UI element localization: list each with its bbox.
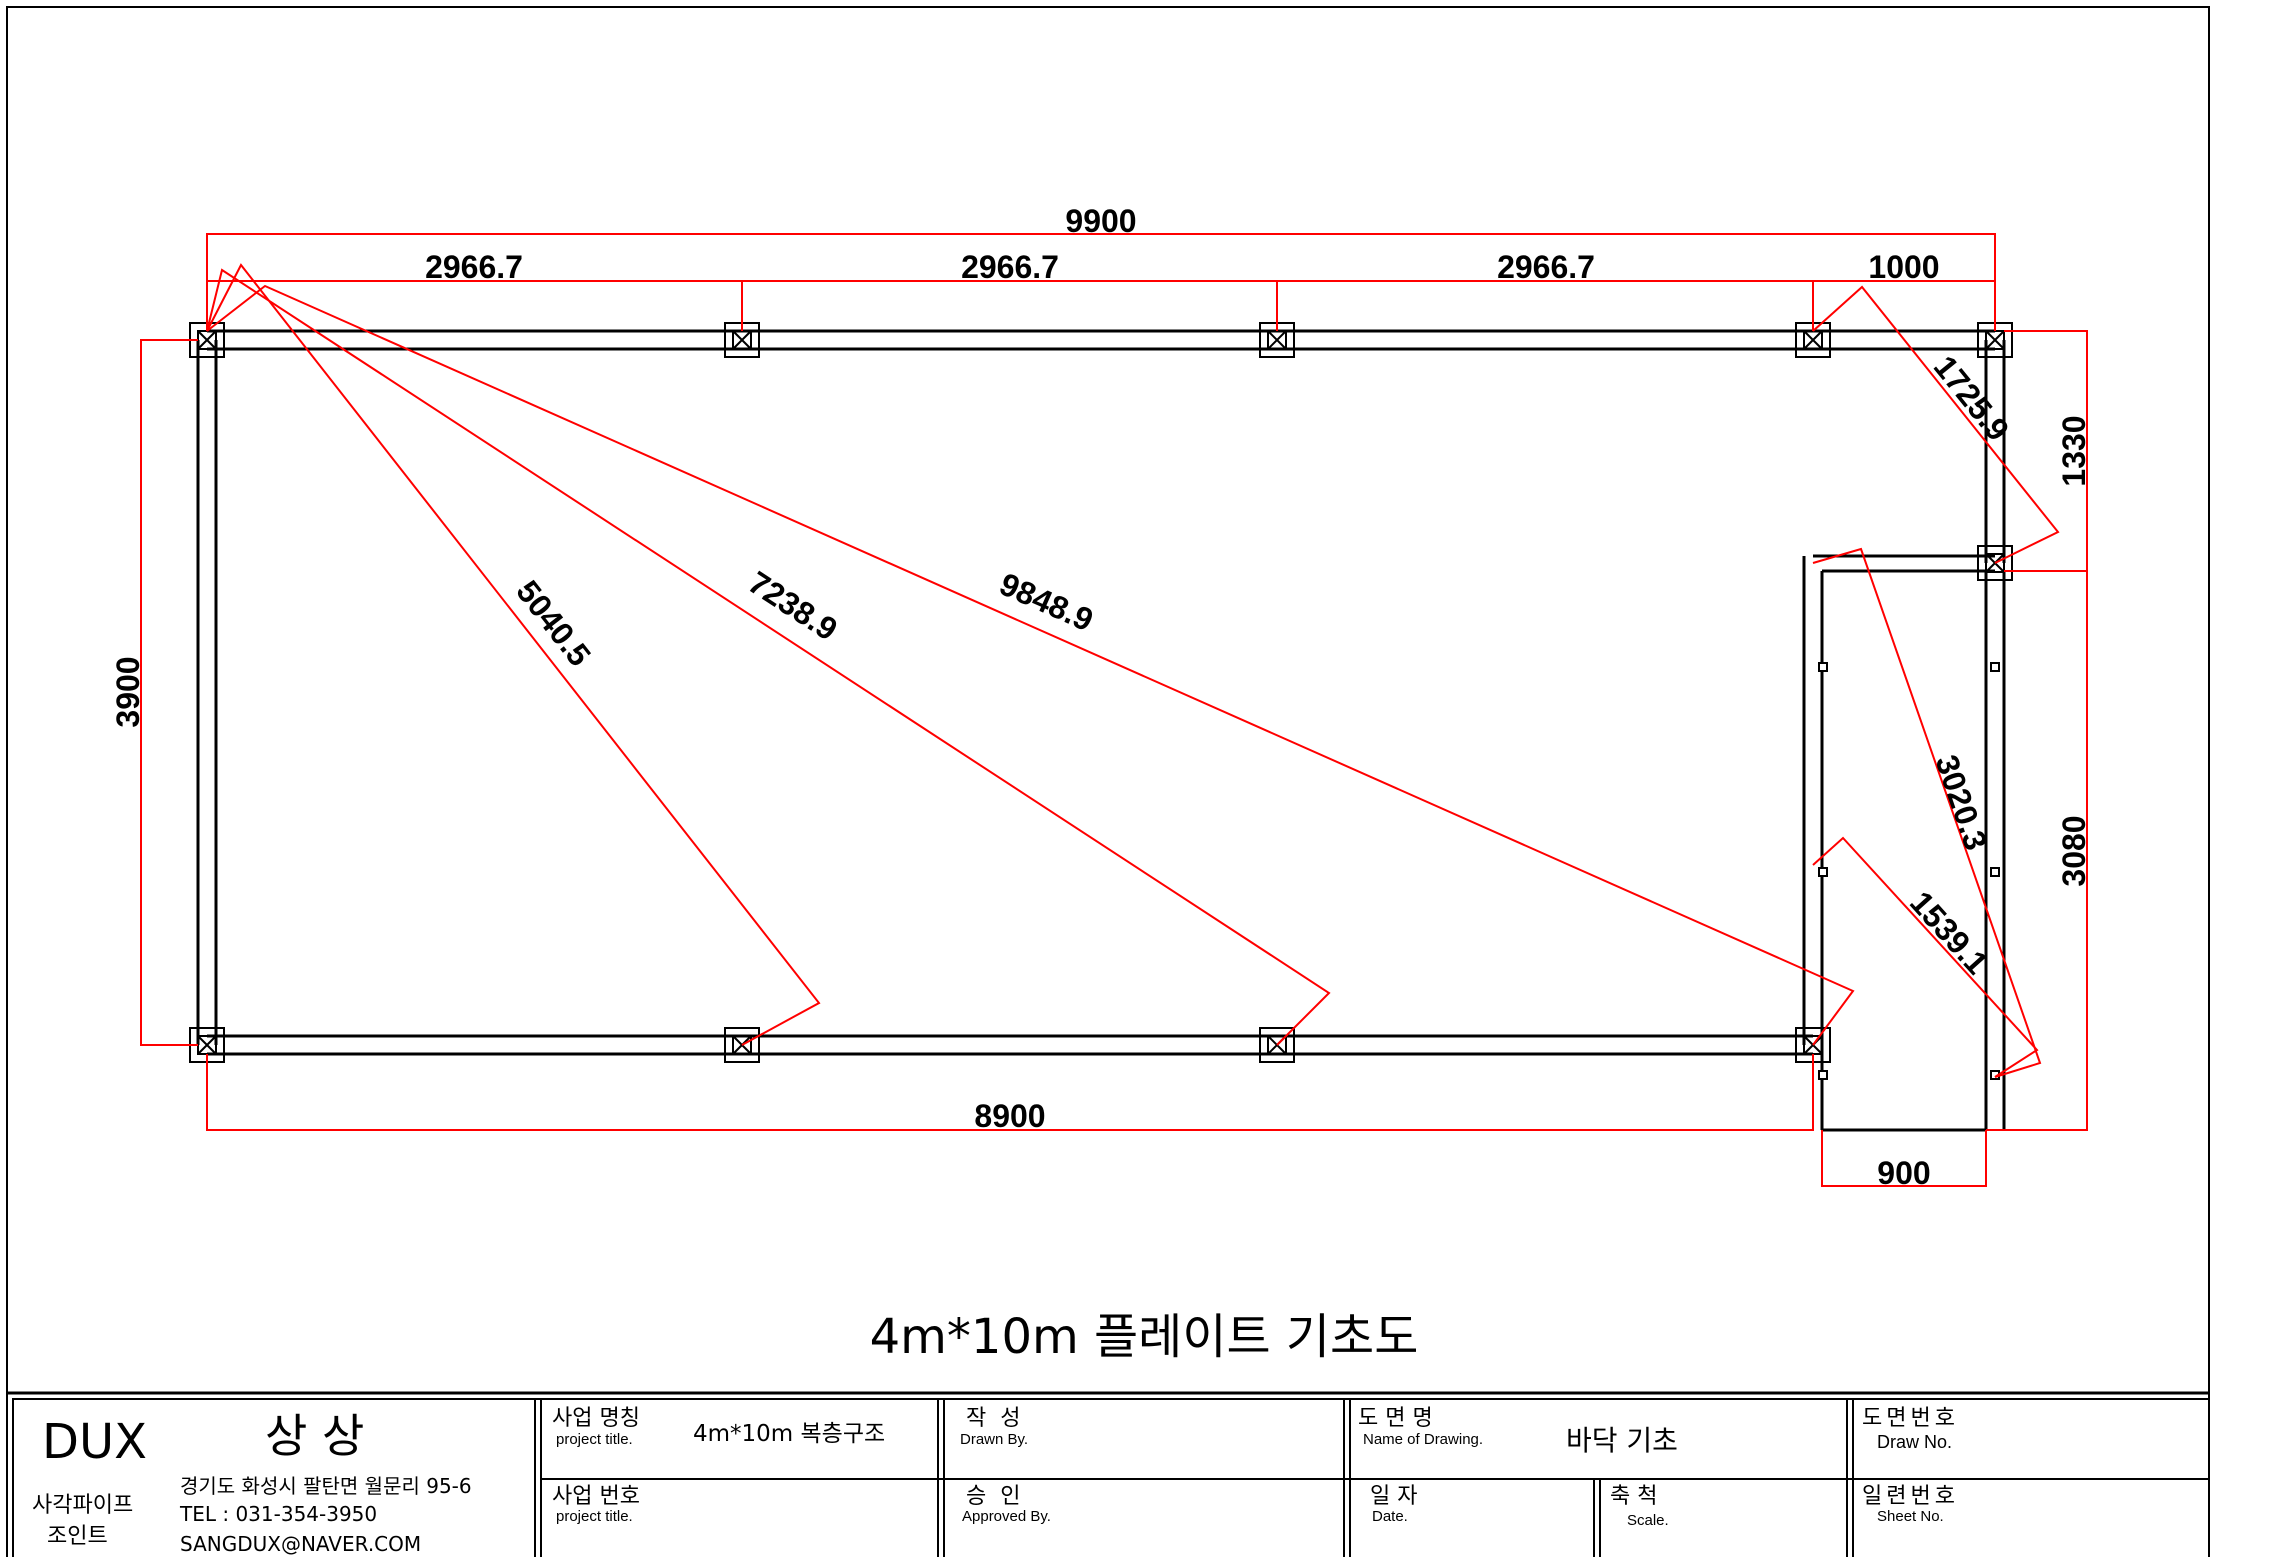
company-name-kr: 상 상 [265, 1409, 364, 1463]
date-sub: Date. [1372, 1508, 1408, 1525]
company-name: DUX [42, 1414, 147, 1470]
drawing-name-value: 바닥 기초 [1566, 1424, 1678, 1457]
sheet-no-sub: Sheet No. [1877, 1508, 1944, 1525]
dim-top-segment-1: 2966.7 [425, 249, 523, 285]
drawn-by-label: 작 성 [966, 1406, 1020, 1431]
drawing-no-label: 도면번호 [1862, 1406, 1959, 1431]
drawing-title: 4m*10m 플레이트 기초도 [870, 1309, 1419, 1365]
company-sub-1: 사각파이프 [32, 1493, 133, 1518]
company-email: SANGDUX@NAVER.COM [180, 1532, 421, 1556]
sheet-border [6, 6, 2210, 1557]
dim-left-height: 3900 [110, 656, 146, 727]
company-tel: TEL : 031-354-3950 [179, 1502, 377, 1526]
scale-sub: Scale. [1627, 1512, 1669, 1529]
dim-top-segment-2: 2966.7 [961, 249, 1059, 285]
dim-diagonal-2: 7238.9 [742, 564, 844, 647]
project-name-label: 사업 명칭 [552, 1406, 640, 1431]
dim-right-upper: 1330 [2056, 415, 2092, 486]
frame-structure [196, 329, 2006, 1132]
project-no-label: 사업 번호 [552, 1484, 640, 1509]
title-block-lines [7, 1391, 2210, 1557]
drawing-name-label: 도 면 명 [1358, 1406, 1433, 1431]
drawn-by-sub: Drawn By. [960, 1431, 1028, 1448]
dim-diagonal-5: 3020.3 [1928, 750, 1994, 854]
project-name-value: 4m*10m 복층구조 [693, 1421, 885, 1447]
approved-by-label: 승 인 [966, 1484, 1020, 1509]
dim-top-segment-4: 1000 [1868, 249, 1939, 285]
company-sub-2: 조인트 [47, 1524, 108, 1549]
date-label: 일 자 [1370, 1484, 1417, 1509]
project-no-sub: project title. [556, 1508, 633, 1525]
base-plates [189, 322, 2013, 1063]
dim-overall-top: 9900 [1065, 203, 1136, 239]
dim-diagonal-6: 1539.1 [1903, 884, 1995, 981]
drawing-no-sub: Draw No. [1877, 1432, 1952, 1452]
sheet-no-label: 일련번호 [1862, 1484, 1959, 1509]
company-address: 경기도 화성시 팔탄면 월문리 95-6 [180, 1474, 472, 1498]
dim-right-lower: 3080 [2056, 815, 2092, 886]
scale-label: 축 척 [1610, 1484, 1657, 1509]
dim-top-segment-3: 2966.7 [1497, 249, 1595, 285]
drawing-name-sub: Name of Drawing. [1363, 1431, 1483, 1448]
dimension-lines [140, 233, 2088, 1187]
approved-by-sub: Approved By. [962, 1508, 1051, 1525]
project-name-sub: project title. [556, 1431, 633, 1448]
dim-extension-width: 900 [1877, 1155, 1930, 1191]
bolt-marks [1818, 662, 2000, 1080]
dim-diagonal-3: 9848.9 [994, 566, 1098, 639]
dim-bottom-length: 8900 [974, 1098, 1045, 1134]
